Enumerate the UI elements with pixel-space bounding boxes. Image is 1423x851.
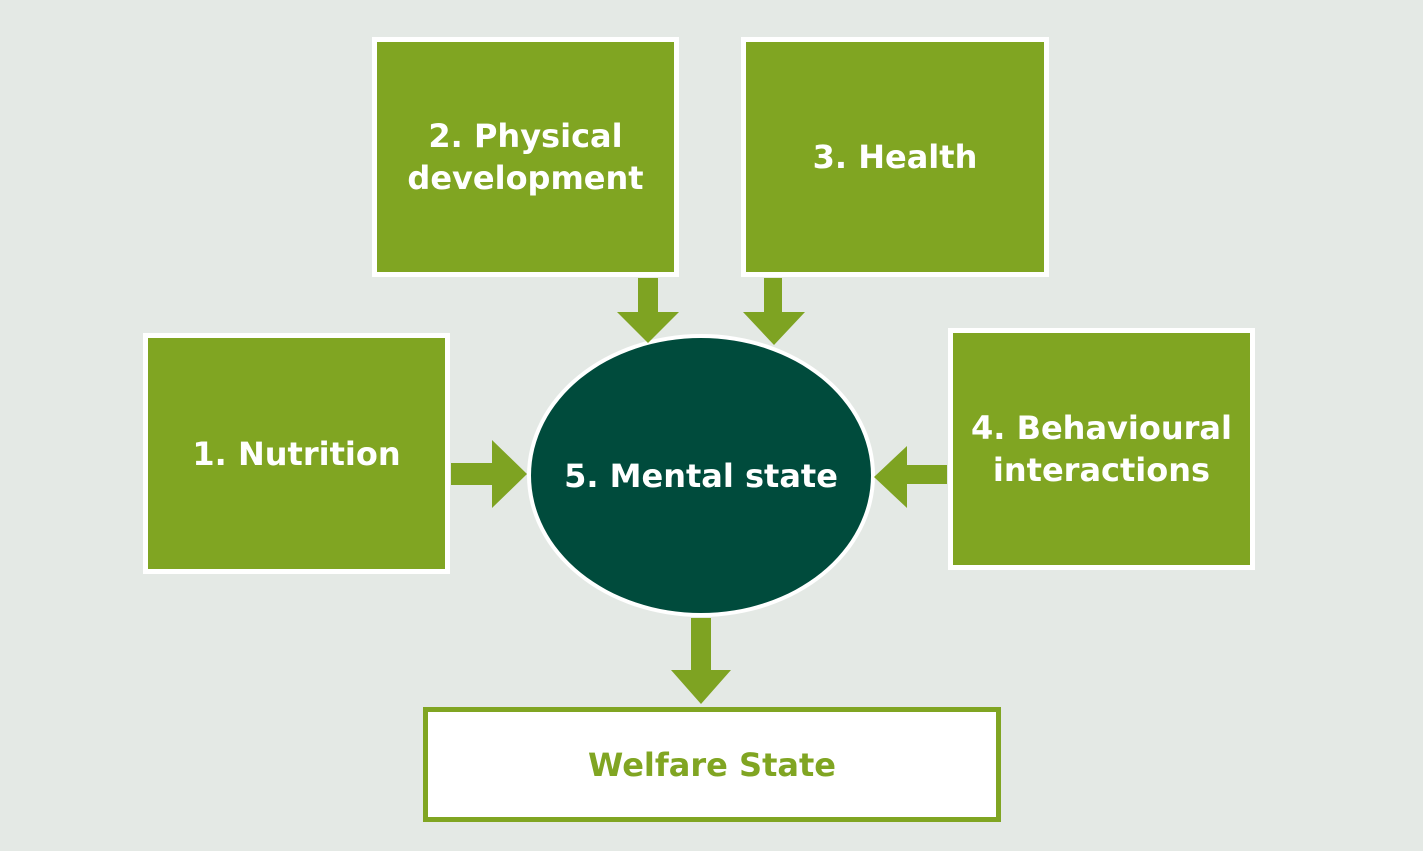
welfare-state-box: Welfare State bbox=[423, 707, 1001, 822]
health-box: 3. Health bbox=[741, 37, 1049, 277]
arrow-health-to-mental bbox=[743, 278, 805, 345]
arrow-nutrition-to-mental bbox=[451, 440, 527, 508]
welfare-state-label: Welfare State bbox=[588, 745, 836, 784]
mental-state-ellipse: 5. Mental state bbox=[527, 334, 875, 617]
behavioural-interactions-box: 4. Behavioural interactions bbox=[948, 328, 1255, 570]
behavioural-interactions-label: 4. Behavioural interactions bbox=[971, 409, 1232, 489]
arrow-behaviour-to-mental bbox=[874, 446, 947, 508]
arrow-physical-to-mental bbox=[617, 278, 679, 343]
arrow-mental-to-welfare bbox=[671, 618, 731, 704]
nutrition-box: 1. Nutrition bbox=[143, 333, 450, 574]
physical-development-label: 2. Physical development bbox=[407, 117, 644, 197]
mental-state-label: 5. Mental state bbox=[564, 456, 838, 495]
physical-development-box: 2. Physical development bbox=[372, 37, 679, 277]
health-label: 3. Health bbox=[812, 138, 978, 176]
nutrition-label: 1. Nutrition bbox=[192, 434, 401, 473]
